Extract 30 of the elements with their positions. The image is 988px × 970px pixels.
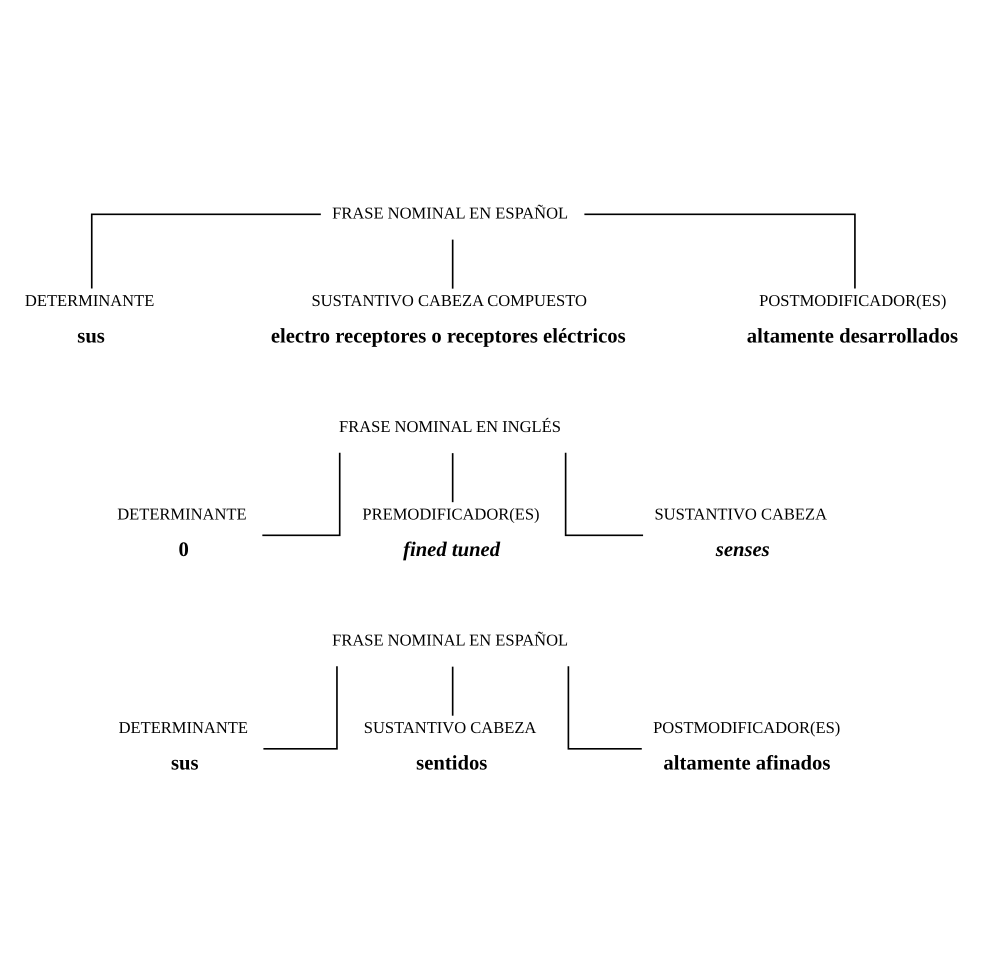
node-label: 0 bbox=[178, 538, 189, 561]
node-text: FRASE NOMINAL EN ESPAÑOL bbox=[332, 204, 568, 223]
node-text: SUSTANTIVO CABEZA bbox=[364, 718, 536, 738]
connector bbox=[568, 666, 642, 750]
connector bbox=[452, 453, 454, 502]
node-text: DETERMINANTE bbox=[117, 504, 247, 524]
connector bbox=[584, 213, 856, 288]
connector bbox=[262, 452, 341, 536]
node-label: altamente afinados bbox=[663, 752, 830, 774]
node-label: electro receptores o receptores eléctricos bbox=[270, 325, 626, 348]
node-text: SUSTANTIVO CABEZA bbox=[654, 504, 828, 524]
node-text: POSTMODIFICADOR(ES) bbox=[653, 718, 840, 738]
node-label: sus bbox=[170, 752, 199, 774]
node-label: fined tuned bbox=[403, 538, 500, 561]
connector bbox=[90, 213, 321, 288]
node-label: senses bbox=[716, 538, 770, 561]
connector bbox=[263, 666, 338, 750]
node-label: altamente desarrollados bbox=[746, 325, 958, 348]
connector bbox=[452, 666, 454, 716]
node-text: DETERMINANTE bbox=[24, 291, 154, 310]
node-label: sus bbox=[77, 325, 105, 348]
connector bbox=[452, 240, 454, 289]
node-text: FRASE NOMINAL EN INGLÉS bbox=[339, 417, 561, 436]
node-text: FRASE NOMINAL EN ESPAÑOL bbox=[332, 630, 568, 650]
node-text: POSTMODIFICADOR(ES) bbox=[759, 291, 946, 310]
node-label: sentidos bbox=[416, 752, 488, 774]
connector bbox=[564, 452, 644, 536]
node-text: SUSTANTIVO CABEZA COMPUESTO bbox=[311, 291, 587, 310]
node-text: DETERMINANTE bbox=[118, 718, 248, 738]
node-text: PREMODIFICADOR(ES) bbox=[362, 504, 540, 524]
